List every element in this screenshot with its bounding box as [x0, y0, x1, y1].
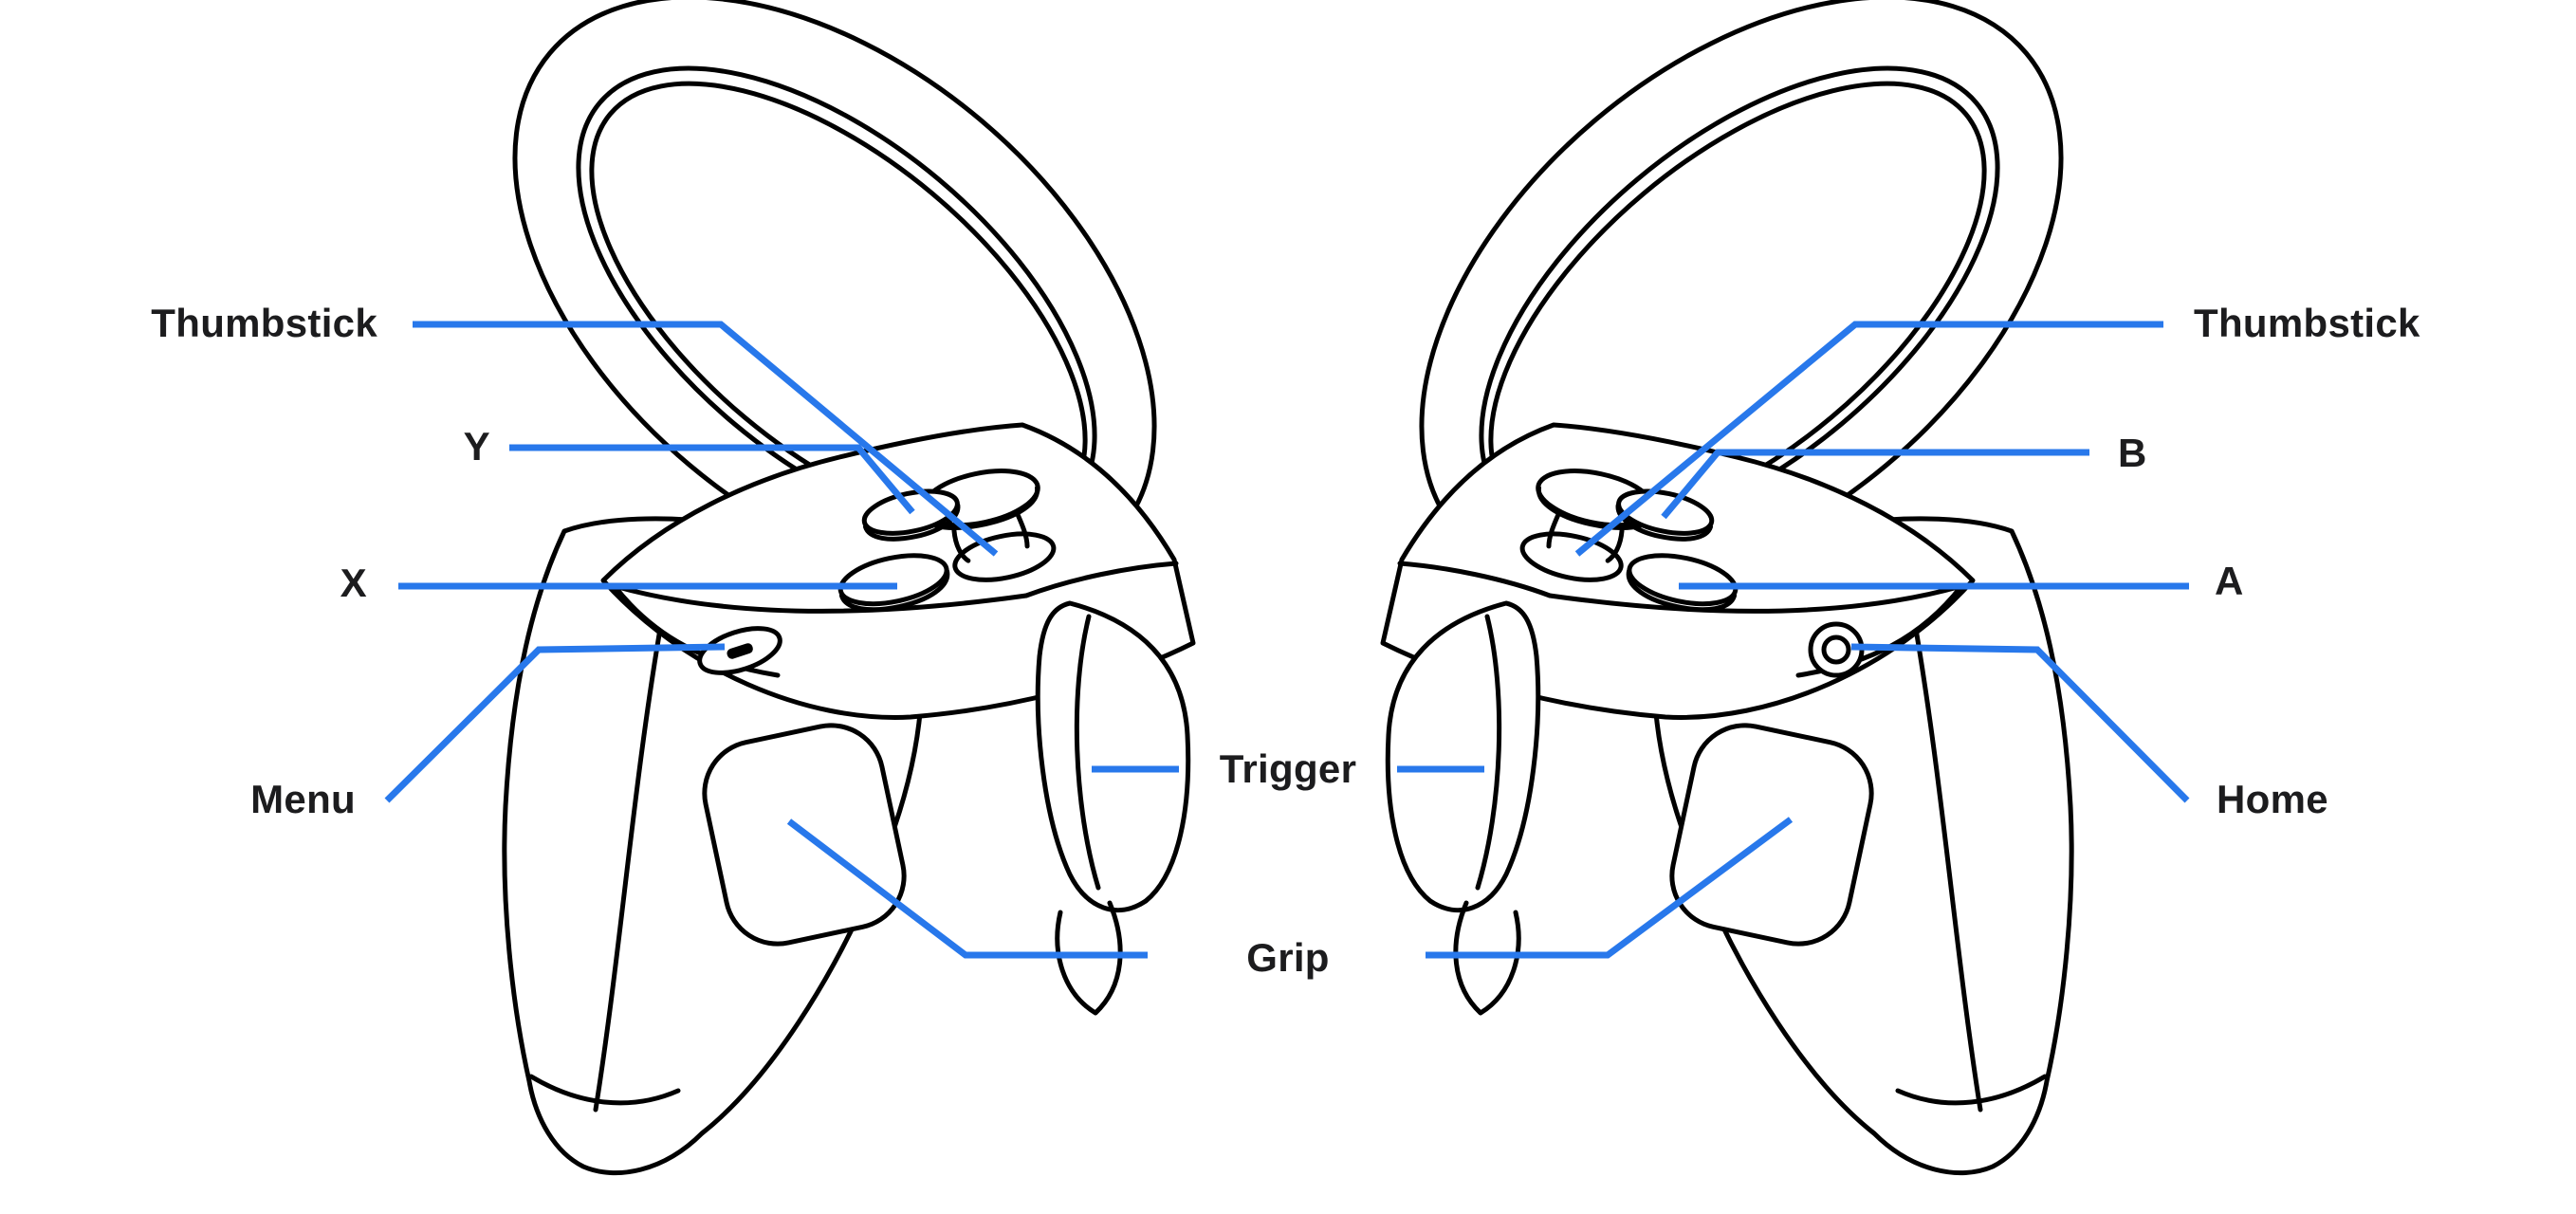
- label-grip: Grip: [1246, 935, 1330, 980]
- label-a-button: A: [2215, 559, 2244, 603]
- menu-button-leader-line: [384, 643, 726, 803]
- label-trigger: Trigger: [1219, 746, 1357, 791]
- label-x-button: X: [340, 561, 367, 605]
- grip-left-leader-line: [786, 819, 1148, 959]
- left-controller-drawing: [405, 0, 1265, 1173]
- grip-right-leader-line: [1426, 817, 1794, 959]
- label-thumbstick-right: Thumbstick: [2194, 301, 2420, 345]
- label-y-button: Y: [463, 424, 490, 469]
- y-button-leader-line: [509, 444, 915, 515]
- thumbstick-left-leader-line: [413, 321, 999, 557]
- menu-button-icon: [697, 626, 782, 675]
- label-home-button: Home: [2217, 777, 2328, 821]
- thumbstick-right-leader-line: [1574, 321, 2163, 557]
- home-button-leader-line: [1850, 643, 2190, 803]
- label-b-button: B: [2118, 431, 2147, 475]
- label-thumbstick-left: Thumbstick: [151, 301, 377, 345]
- label-menu-button: Menu: [250, 777, 356, 821]
- b-button-leader-line: [1661, 449, 2089, 520]
